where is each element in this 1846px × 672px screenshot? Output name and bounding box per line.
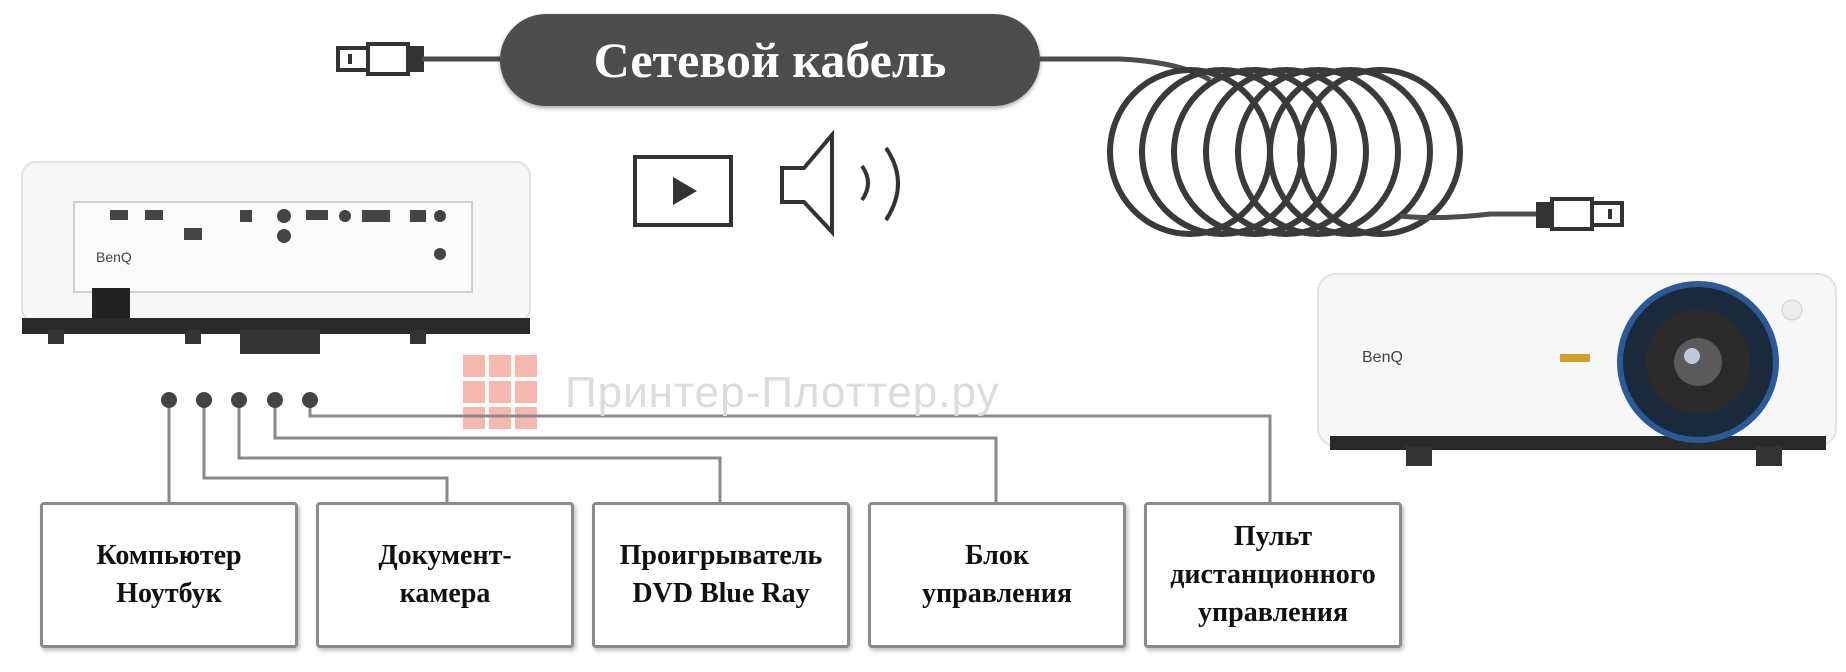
connector-document-camera	[202, 400, 449, 502]
device-box-control-unit: Блок управления	[868, 502, 1126, 648]
device-label-line: Документ-	[378, 540, 512, 571]
device-label-line: DVD Blue Ray	[632, 578, 810, 609]
device-box-computer: Компьютер Ноутбук	[40, 502, 298, 648]
device-label-line: Компьютер	[96, 540, 242, 571]
projector-brand-front: BenQ	[1362, 349, 1403, 366]
projector-front-icon: BenQ	[1317, 273, 1837, 466]
rj45-plug-icon	[1536, 197, 1624, 231]
device-box-remote: Пульт дистанционного управления	[1144, 502, 1402, 648]
speaker-icon	[780, 129, 900, 238]
watermark-logo	[463, 355, 537, 429]
device-label-line: Блок	[965, 540, 1029, 571]
coiled-cable-icon	[1107, 67, 1463, 237]
device-label-line: управления	[921, 578, 1072, 609]
device-label-line: Пульт	[1233, 521, 1313, 552]
device-label-line: управления	[1197, 597, 1348, 628]
port-dots	[161, 392, 318, 408]
cable-segment-coil-out	[1399, 211, 1538, 221]
device-box-player: Проигрыватель DVD Blue Ray	[592, 502, 850, 648]
connector-player	[237, 400, 722, 502]
device-label-line: дистанционного	[1170, 559, 1376, 590]
device-label-line: Ноутбук	[116, 578, 222, 609]
video-play-icon	[633, 155, 733, 227]
device-label-line: Проигрыватель	[619, 540, 823, 571]
network-cable-label: Сетевой кабель	[500, 14, 1040, 106]
connector-control-unit	[273, 400, 998, 502]
watermark-text: Принтер-Плоттер.ру	[565, 368, 1000, 417]
cable-segment-right	[1040, 56, 1212, 83]
projector-rear-icon: BenQ	[21, 161, 531, 354]
device-label-line: камера	[399, 578, 491, 609]
rj45-plug-icon	[336, 42, 424, 76]
projector-brand-rear: BenQ	[96, 249, 132, 265]
device-box-document-camera: Документ- камера	[316, 502, 574, 648]
